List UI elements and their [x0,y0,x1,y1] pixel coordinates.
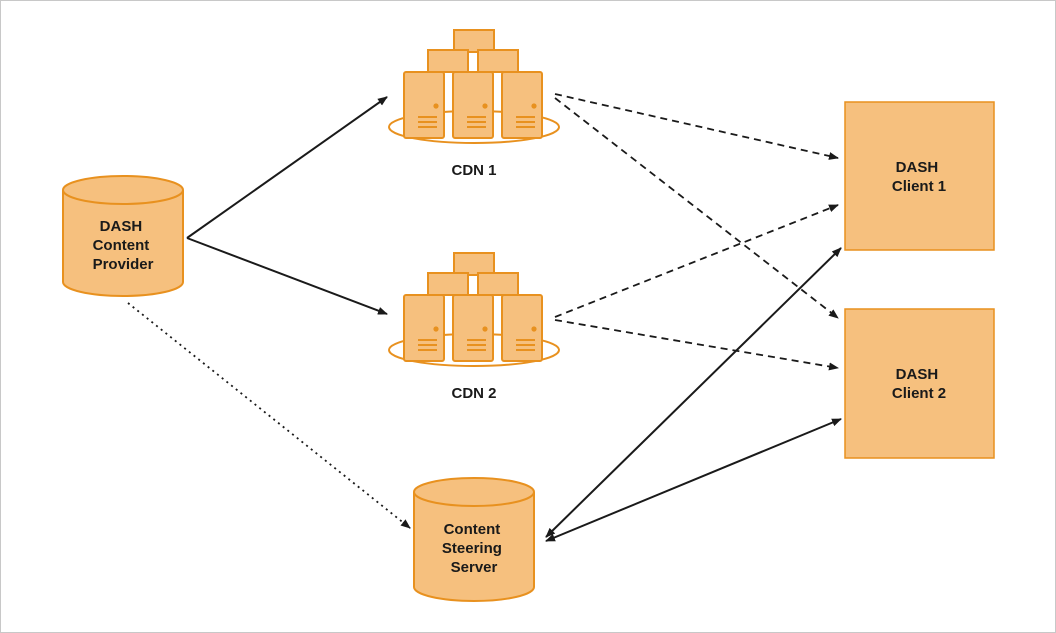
server-cluster-icon-cdn1 [388,29,560,144]
cdn1-label: CDN 1 [451,162,496,179]
client2-label-line: DASH [896,366,939,383]
client1-label-line: Client 1 [892,178,946,195]
edge-cdn1-client1 [554,93,839,160]
provider-label: DASH Content Provider [93,218,154,273]
client1-label-line: DASH [896,159,939,176]
edges [127,93,842,542]
client2-label-line: Client 2 [892,385,946,402]
client1-box [844,101,995,251]
client1-label: DASH Client 1 [892,159,946,195]
cylinder-icon-provider [62,175,184,297]
cylinder-icon-steering [413,477,535,602]
edge-provider-cdn1 [186,96,388,239]
provider-label-line: Provider [93,256,154,273]
edge-cdn1-client2 [554,97,839,319]
steering-label-line: Content [444,521,501,538]
steering-label-line: Server [451,559,498,576]
cdn2-label: CDN 2 [451,385,496,402]
provider-label-line: DASH [100,218,143,235]
edge-steering-client2 [545,418,842,542]
steering-label: Content Steering Server [442,521,506,576]
edge-steering-client1 [545,247,842,538]
edge-provider-cdn2 [186,237,388,315]
edge-provider-steering [127,302,411,529]
edge-cdn2-client2 [554,319,839,371]
edge-cdn2-client1 [554,204,839,318]
client2-box [844,308,995,459]
server-cluster-icon-cdn2 [388,252,560,367]
provider-label-line: Content [93,237,150,254]
steering-label-line: Steering [442,540,502,557]
client2-label: DASH Client 2 [892,366,946,402]
